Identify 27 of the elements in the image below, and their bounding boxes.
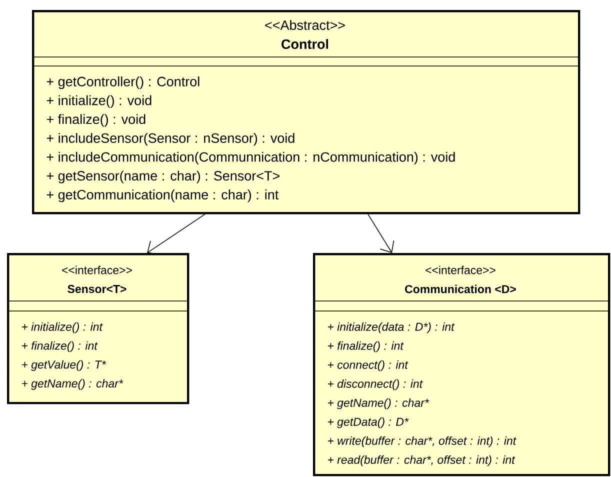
method-text: + getValue() : T* — [22, 360, 106, 371]
method-text: + includeCommunication(Communnication : nCommunication) : void — [46, 152, 455, 164]
arrow — [368, 214, 394, 253]
method-text: + initialize() : void — [46, 95, 152, 108]
method-text: + getCommunication(name : char) : int — [46, 190, 279, 202]
method-text: + getData() : D* — [328, 417, 409, 428]
stereotype-label: <<Abstract>> — [265, 20, 345, 30]
method-text: + finalize() : void — [46, 114, 146, 127]
method-text: + getName() : char* — [22, 379, 124, 390]
class-name: Communication <D> — [405, 284, 516, 294]
method-text: + connect() : int — [328, 360, 408, 372]
arrow — [147, 214, 206, 255]
stereotype-label: <<interface>> — [62, 266, 132, 274]
method-text: + finalize() : int — [328, 341, 404, 352]
method-text: + finalize() : int — [22, 341, 98, 352]
method-text: + getSensor(name : char) : Sensor<T> — [46, 170, 280, 184]
class-name: Sensor<T> — [68, 284, 126, 294]
stereotype-label: <<interface>> — [426, 266, 496, 274]
method-text: + getName() : char* — [328, 398, 430, 410]
method-text: + read(buffer : char*, offset : int) : int — [328, 455, 516, 466]
method-text: + initialize(data : D*) : int — [328, 322, 455, 334]
class-name: Control — [282, 39, 328, 49]
method-text: + includeSensor(Sensor : nSensor) : void — [46, 133, 294, 146]
method-text: + initialize() : int — [22, 322, 103, 334]
method-text: + disconnect() : int — [328, 379, 423, 390]
method-text: + getController() : Control — [46, 76, 200, 90]
method-text: + write(buffer : char*, offset : int) : int — [328, 436, 516, 448]
